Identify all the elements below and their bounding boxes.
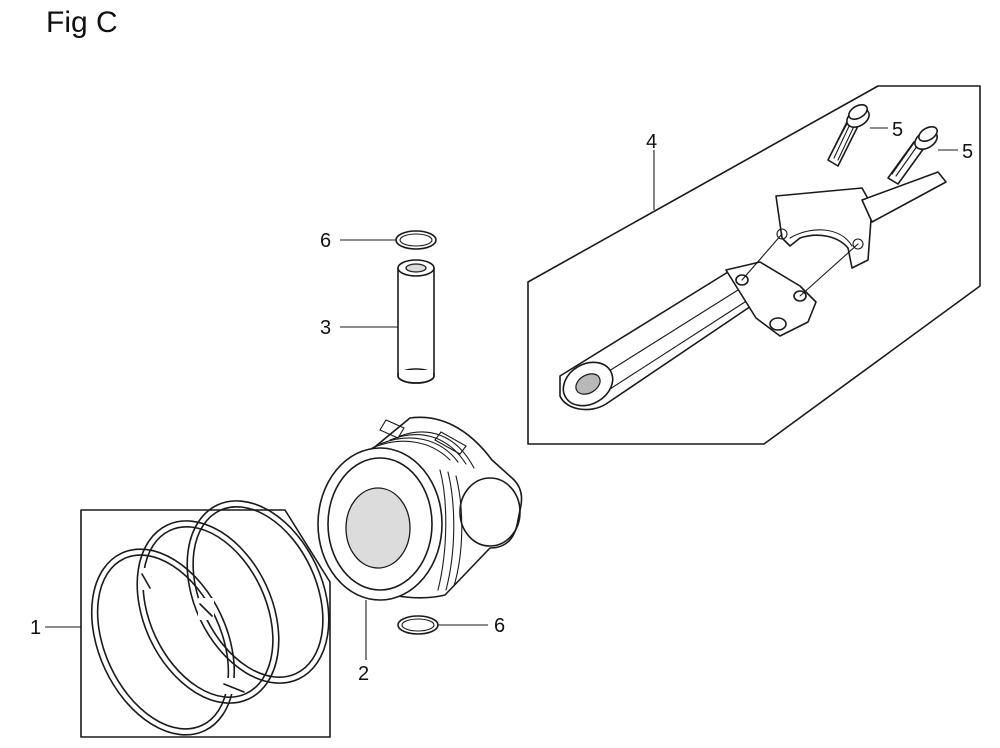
callout-4: 4	[646, 131, 657, 153]
piston-ring-set: 1	[30, 500, 331, 738]
rod-bolt-a: 5	[827, 103, 903, 167]
callout-6-top: 6	[320, 230, 331, 252]
callout-5a: 5	[892, 119, 903, 141]
callout-3: 3	[320, 317, 331, 339]
callout-1: 1	[30, 617, 41, 639]
rod-bolt-b: 5	[887, 125, 973, 185]
figure-title: Fig C	[46, 6, 118, 39]
piston: 2	[317, 416, 523, 685]
piston-pin: 3	[320, 259, 435, 384]
pin-clip-top: 6	[320, 230, 437, 252]
rod-frame	[527, 85, 981, 445]
callout-6-bottom: 6	[494, 615, 505, 637]
connecting-rod-assembly: 4 5	[527, 85, 981, 445]
callout-2: 2	[358, 663, 369, 685]
callout-5b: 5	[962, 141, 973, 163]
piston-rings	[90, 500, 330, 736]
ring-set-frame	[80, 509, 331, 738]
pin-clip-bottom: 6	[397, 615, 505, 637]
